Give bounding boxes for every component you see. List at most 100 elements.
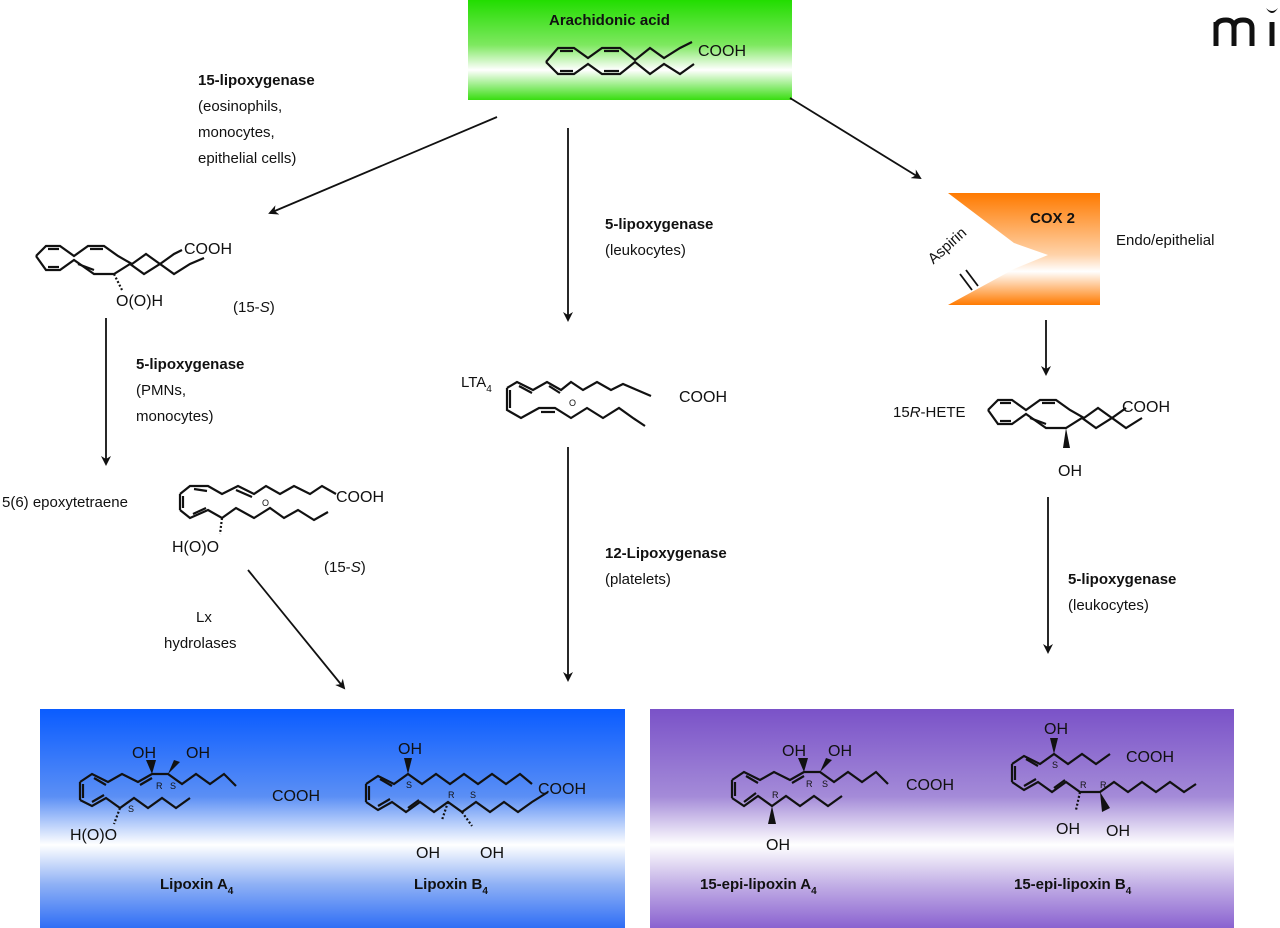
hydroxyl-label: OH bbox=[480, 845, 504, 862]
lipoxins-panel bbox=[40, 709, 625, 928]
stereo-prefix: (15- bbox=[233, 299, 260, 316]
stereo-s-label: S bbox=[128, 804, 134, 814]
product-subscript: 4 bbox=[1125, 886, 1132, 897]
cell-type-label: Endo/epithelial bbox=[1116, 232, 1215, 249]
journal-logo bbox=[1212, 4, 1280, 48]
hydroxyl-label: OH bbox=[1056, 821, 1080, 838]
arrow-to-lipoxins-left bbox=[247, 569, 346, 690]
15-epi-lipoxin-a4-name: 15-epi-lipoxin A4 bbox=[700, 872, 817, 900]
hydroxyl-label: OH bbox=[416, 845, 440, 862]
15r-hete-label: 15R-HETE bbox=[893, 400, 966, 426]
stereo-prefix: (15- bbox=[324, 559, 351, 576]
cooh-label: COOH bbox=[336, 489, 384, 506]
15-epi-lipoxin-b4-structure: OH COOH OH OH S R R bbox=[1010, 721, 1197, 840]
15s-hpete-structure: COOH O(O)H bbox=[35, 241, 232, 310]
cooh-label: COOH bbox=[698, 43, 746, 60]
enzyme-cells-line: (eosinophils, bbox=[198, 98, 283, 115]
epi-lipoxins-panel bbox=[650, 709, 1234, 928]
product-subscript: 4 bbox=[482, 886, 488, 897]
hete-suffix: -HETE bbox=[920, 404, 966, 421]
stereo-r-label: R bbox=[806, 779, 813, 789]
hydrolases-label: hydrolases bbox=[164, 635, 237, 652]
lta-subscript: 4 bbox=[486, 384, 492, 395]
cooh-label: COOH bbox=[538, 781, 586, 798]
hydroxyl-label: OH bbox=[186, 745, 210, 762]
lipoxin-a4-name: Lipoxin A4 bbox=[160, 872, 233, 900]
hydroperoxy-label: H(O)O bbox=[172, 539, 219, 556]
lipoxin-a4-structure: OH OH COOH H(O)O R S S bbox=[70, 745, 320, 844]
epoxide-o-label: O bbox=[262, 498, 269, 508]
hydroxyl-label: OH bbox=[1044, 721, 1068, 738]
stereo-r-label: R bbox=[1080, 780, 1087, 790]
stereo-r-label: R bbox=[448, 790, 455, 800]
epoxytetraene-label: 5(6) epoxytetraene bbox=[2, 494, 128, 511]
stereo-suffix: ) bbox=[269, 299, 275, 316]
arachidonic-acid-title: Arachidonic acid bbox=[549, 12, 670, 29]
enzyme-cells-line: (platelets) bbox=[605, 571, 671, 588]
enzyme-cells-line: (leukocytes) bbox=[605, 242, 686, 259]
lipoxin-b4-structure: OH COOH OH OH S R S bbox=[364, 741, 586, 862]
hydroxyl-label: OH bbox=[1058, 463, 1082, 480]
product-subscript: 4 bbox=[811, 886, 817, 897]
hydroxyl-label: OH bbox=[1106, 823, 1130, 840]
hete-prefix: 15 bbox=[893, 404, 910, 421]
enzyme-15-lipoxygenase: 15-lipoxygenase bbox=[198, 72, 315, 89]
hydroxyl-label: OH bbox=[766, 837, 790, 854]
lipoxin-b4-name: Lipoxin B4 bbox=[414, 872, 488, 900]
cooh-label: COOH bbox=[184, 241, 232, 258]
hydroxyl-label: OH bbox=[828, 743, 852, 760]
cox2-label: COX 2 bbox=[1030, 210, 1076, 227]
stereo-s-label: S bbox=[406, 780, 412, 790]
stereo-suffix: ) bbox=[360, 559, 366, 576]
cooh-label: COOH bbox=[906, 777, 954, 794]
cooh-label: COOH bbox=[679, 389, 727, 406]
stereo-r-label: R bbox=[772, 790, 779, 800]
hydroxyl-label: OH bbox=[782, 743, 806, 760]
enzyme-cells-line: (PMNs, bbox=[136, 382, 186, 399]
product-name: Lipoxin B bbox=[414, 876, 483, 893]
enzyme-5-lipoxygenase-right: 5-lipoxygenase bbox=[1068, 571, 1177, 588]
stereo-15s-label: (15-S) bbox=[324, 555, 366, 581]
stereo-letter: S bbox=[259, 299, 270, 316]
hydroperoxy-label: H(O)O bbox=[70, 827, 117, 844]
arachidonic-acid-structure: COOH bbox=[545, 41, 746, 76]
lta-name: LTA bbox=[461, 374, 487, 391]
lta4-label: LTA4 bbox=[461, 370, 492, 398]
15-epi-lipoxin-a4-structure: OH OH COOH OH R S R bbox=[730, 743, 954, 854]
stereo-s-label: S bbox=[1052, 760, 1058, 770]
journal-logo-icon bbox=[1213, 8, 1278, 46]
cooh-label: COOH bbox=[272, 788, 320, 805]
epoxytetraene-structure: O COOH H(O)O bbox=[172, 484, 384, 556]
epoxide-o-label: O bbox=[569, 398, 576, 408]
product-name: 15-epi-lipoxin B bbox=[1014, 876, 1126, 893]
stereo-r-label: R bbox=[1100, 780, 1107, 790]
cooh-label: COOH bbox=[1126, 749, 1174, 766]
15-epi-lipoxin-b4-name: 15-epi-lipoxin B4 bbox=[1014, 872, 1131, 900]
product-name: 15-epi-lipoxin A bbox=[700, 876, 812, 893]
15r-hete-structure: COOH OH bbox=[987, 398, 1170, 480]
arrow-to-cox2 bbox=[789, 97, 922, 180]
hydroxyl-label: OH bbox=[132, 745, 156, 762]
lta4-structure: O COOH bbox=[505, 380, 727, 427]
enzyme-5-lipoxygenase: 5-lipoxygenase bbox=[136, 356, 245, 373]
enzyme-12-lipoxygenase: 12-Lipoxygenase bbox=[605, 545, 727, 562]
cooh-label: COOH bbox=[1122, 399, 1170, 416]
stereo-letter: S bbox=[350, 559, 361, 576]
arachidonic-acid-box bbox=[468, 0, 792, 100]
lx-label: Lx bbox=[196, 609, 212, 626]
hete-stereo: R bbox=[909, 404, 921, 421]
enzyme-cells-line: epithelial cells) bbox=[198, 150, 297, 167]
enzyme-cells-line: monocytes, bbox=[198, 124, 275, 141]
stereo-r-label: R bbox=[156, 781, 163, 791]
stereo-s-label: S bbox=[822, 779, 828, 789]
stereo-15s-label: (15-S) bbox=[233, 295, 275, 321]
enzyme-cells-line: (leukocytes) bbox=[1068, 597, 1149, 614]
arrow-to-15-hpete bbox=[268, 116, 498, 215]
enzyme-cells-line: monocytes) bbox=[136, 408, 214, 425]
stereo-s-label: S bbox=[170, 781, 176, 791]
enzyme-5-lipoxygenase-leukocytes: 5-lipoxygenase bbox=[605, 216, 714, 233]
product-name: Lipoxin A bbox=[160, 876, 228, 893]
product-subscript: 4 bbox=[227, 886, 234, 897]
stereo-s-label: S bbox=[470, 790, 476, 800]
inhibition-mark-icon bbox=[959, 269, 979, 291]
